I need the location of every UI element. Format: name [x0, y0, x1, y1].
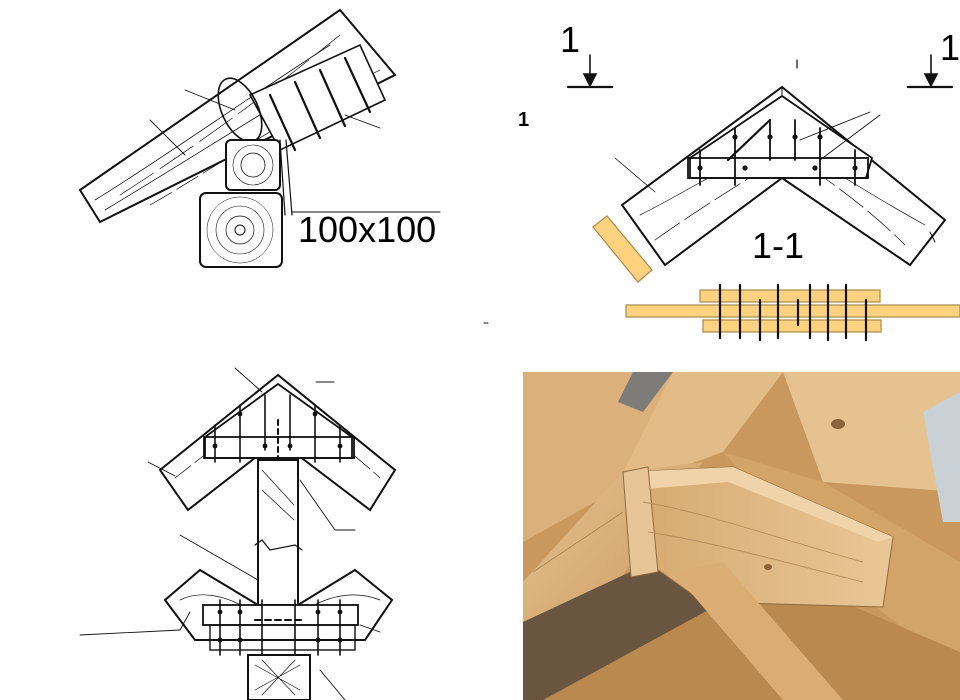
ridge-joint-detail: [566, 54, 954, 267]
section-cut-mark-right: 1: [940, 27, 960, 68]
section-1-1-boards: [483, 215, 960, 342]
gusset-top-edge: [623, 467, 893, 542]
section-label: 1-1: [752, 225, 805, 266]
roof-board-mid: [613, 372, 783, 492]
yellow-board-angled: [592, 215, 653, 283]
knot-2: [764, 564, 772, 570]
roof-gap: [618, 372, 673, 412]
yellow-board-top: [699, 289, 881, 303]
roof-board-left: [523, 372, 673, 542]
dimension-label: 100x100: [298, 209, 437, 250]
lower-post: [199, 192, 283, 268]
upper-plate: [225, 139, 281, 191]
sky-gap: [923, 392, 960, 522]
truss-joint-detail: [79, 367, 397, 700]
vertical-board: [622, 466, 659, 578]
rafter-support-detail: [78, 8, 441, 268]
knot-1: [831, 419, 845, 429]
small-mark-label: 1: [518, 109, 530, 131]
ridge-joint-photo: [523, 372, 960, 700]
yellow-board-bottom: [702, 319, 882, 333]
section-cut-mark-left: 1: [560, 19, 581, 60]
roof-board-right: [783, 372, 960, 492]
yellow-board-middle: [625, 304, 960, 318]
photo-illustration: [523, 372, 960, 700]
king-post: [257, 459, 299, 611]
tie-beam-end: [247, 654, 311, 700]
rafter-beam: [78, 8, 397, 224]
diagonal-brace: [673, 562, 843, 700]
truss-top-rafters: [158, 373, 397, 512]
